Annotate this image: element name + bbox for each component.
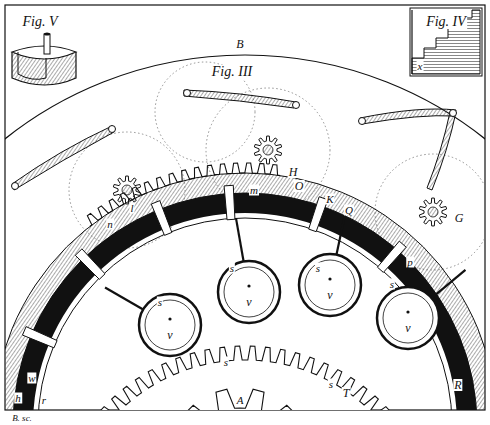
inner-rim bbox=[38, 218, 452, 410]
part-letter: A bbox=[236, 395, 245, 406]
part-letter: v bbox=[404, 322, 411, 334]
star-hub bbox=[428, 207, 438, 217]
outer-arc bbox=[5, 55, 485, 410]
pawl bbox=[224, 185, 235, 219]
part-letter: v bbox=[245, 296, 252, 308]
pinion-rim bbox=[145, 300, 195, 350]
pawl bbox=[151, 201, 172, 236]
part-letter: s bbox=[389, 279, 395, 290]
pivot bbox=[12, 183, 19, 190]
part-letter: Q bbox=[344, 205, 354, 216]
part-letter: n bbox=[106, 219, 114, 230]
pinion bbox=[139, 294, 201, 356]
ratchet-rack bbox=[87, 163, 280, 226]
pinion-rim bbox=[305, 260, 355, 310]
spur-arm bbox=[236, 218, 244, 262]
part-letter: s bbox=[223, 357, 229, 368]
lever-arm bbox=[184, 90, 296, 108]
mechanism bbox=[5, 55, 485, 410]
pinion-axis bbox=[328, 277, 331, 280]
pivot bbox=[184, 90, 191, 97]
dotted-circle bbox=[155, 62, 255, 162]
part-letter: s bbox=[315, 263, 321, 274]
part-letter: s bbox=[328, 379, 334, 390]
pivot bbox=[450, 110, 457, 117]
pinion-rim bbox=[383, 293, 433, 343]
figure-title: Fig. III bbox=[211, 65, 253, 79]
lever-arm bbox=[12, 126, 114, 190]
pawl bbox=[75, 249, 105, 279]
part-letter: B. sc. bbox=[11, 414, 33, 423]
pinion bbox=[218, 261, 280, 323]
pivot bbox=[359, 118, 366, 125]
pinion bbox=[299, 254, 361, 316]
part-letter: h bbox=[14, 393, 22, 404]
pawl bbox=[377, 241, 406, 272]
part-letter: x bbox=[417, 61, 424, 72]
part-letter: O bbox=[294, 180, 305, 192]
spur-arm bbox=[105, 288, 144, 311]
part-letter: K bbox=[325, 194, 334, 205]
pinion-axis bbox=[406, 310, 409, 313]
part-letter: R bbox=[453, 379, 462, 391]
gear-wheel bbox=[51, 346, 439, 410]
pivot bbox=[109, 126, 116, 133]
lever-arm bbox=[360, 109, 456, 124]
fig-iv-staircase bbox=[410, 8, 482, 76]
pivot bbox=[293, 102, 300, 109]
pawl bbox=[22, 327, 57, 348]
part-letter: B bbox=[235, 38, 244, 50]
star-hub bbox=[263, 145, 273, 155]
part-letter: w bbox=[27, 373, 36, 384]
part-letter: p bbox=[406, 257, 414, 268]
star-wheel bbox=[254, 136, 281, 164]
part-letter: s bbox=[157, 297, 163, 308]
star-wheel bbox=[419, 198, 446, 226]
figure-title: Fig. V bbox=[22, 15, 59, 29]
part-letter: r bbox=[41, 395, 47, 406]
fig-v-cylinder bbox=[12, 33, 76, 86]
part-letter: H bbox=[288, 166, 299, 178]
part-letter: l bbox=[129, 203, 134, 214]
pinion-axis bbox=[247, 284, 250, 287]
part-letter: G bbox=[454, 212, 465, 224]
figure-title: Fig. IV bbox=[425, 15, 467, 29]
pinion-rim bbox=[224, 267, 274, 317]
pinion-axis bbox=[168, 317, 171, 320]
black-band bbox=[13, 193, 477, 410]
star-gear bbox=[169, 389, 311, 410]
spur-arm bbox=[431, 270, 465, 299]
part-letter: s bbox=[229, 263, 235, 274]
part-letter: T bbox=[342, 387, 351, 399]
part-letter: m bbox=[249, 185, 259, 196]
pinion bbox=[377, 287, 439, 349]
part-letter: v bbox=[326, 289, 333, 301]
hatched-ring bbox=[5, 173, 485, 410]
lever-arm bbox=[427, 112, 456, 190]
part-letter: v bbox=[166, 329, 173, 341]
spur-arm bbox=[336, 212, 345, 256]
